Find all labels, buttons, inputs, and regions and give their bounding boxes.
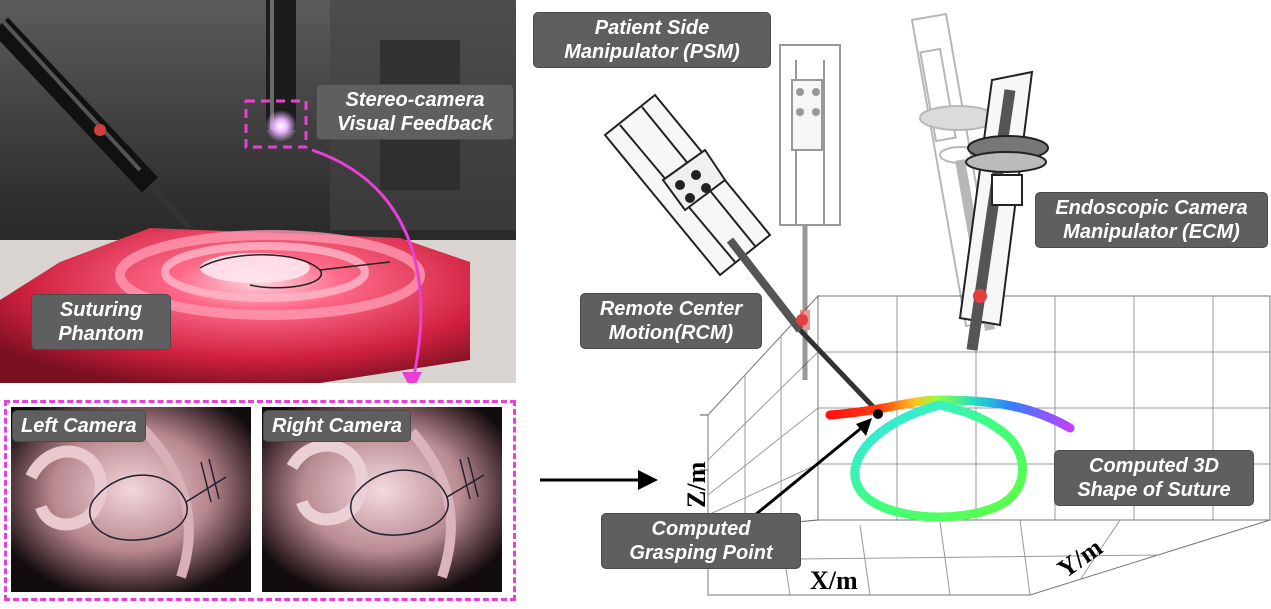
ecm-label-line-1: Endoscopic Camera: [1055, 197, 1248, 219]
psm-label-line-2: Manipulator (PSM): [564, 41, 740, 63]
psm-arm: [603, 93, 880, 414]
right-camera-label: Right Camera: [263, 410, 412, 442]
z-axis-label: Z/m: [682, 461, 711, 508]
suturing-phantom-label-line-1: Suturing: [59, 299, 143, 321]
left-camera-label-text: Left Camera: [21, 415, 137, 437]
suture-loop: [850, 400, 1027, 522]
x-axis-label: X/m: [810, 566, 858, 595]
stereo-camera-label-line-1: Stereo-camera: [345, 89, 485, 111]
grasping-point-label-line-2: Grasping Point: [629, 542, 773, 564]
rcm-label-line-2: Motion(RCM): [608, 322, 734, 344]
stereo-image-frame: [4, 400, 516, 601]
ecm-label-line-2: Manipulator (ECM): [1063, 221, 1240, 243]
suturing-scene-photo: [0, 0, 516, 392]
grasping-point-label: Computed Grasping Point: [601, 513, 801, 569]
suturing-phantom-label: Suturing Phantom: [31, 294, 171, 350]
suturing-phantom-label-line-2: Phantom: [58, 323, 144, 345]
suture-shape-label-line-2: Shape of Suture: [1077, 479, 1231, 501]
ecm-arm: [958, 70, 1049, 351]
suture-shape-label-line-1: Computed 3D: [1089, 455, 1219, 477]
suture-shape-label: Computed 3D Shape of Suture: [1054, 450, 1254, 506]
suture-upper-curve: [825, 395, 1075, 433]
right-camera-label-text: Right Camera: [272, 415, 403, 437]
ecm-label: Endoscopic Camera Manipulator (ECM): [1035, 192, 1268, 248]
psm-ghost: [779, 44, 841, 380]
psm-label-line-1: Patient Side: [594, 17, 710, 39]
grasping-point-label-line-1: Computed: [651, 518, 751, 540]
rcm-label-line-1: Remote Center: [599, 298, 743, 320]
psm-label: Patient Side Manipulator (PSM): [533, 12, 771, 68]
flow-arrow: [540, 470, 658, 490]
robot-3d-plot: [603, 12, 1271, 596]
grasping-point-marker: [873, 409, 883, 419]
stereo-camera-label: Stereo-camera Visual Feedback: [316, 84, 514, 140]
left-camera-label: Left Camera: [12, 410, 146, 442]
rcm-label: Remote Center Motion(RCM): [580, 293, 762, 349]
stereo-camera-label-line-2: Visual Feedback: [337, 113, 493, 135]
